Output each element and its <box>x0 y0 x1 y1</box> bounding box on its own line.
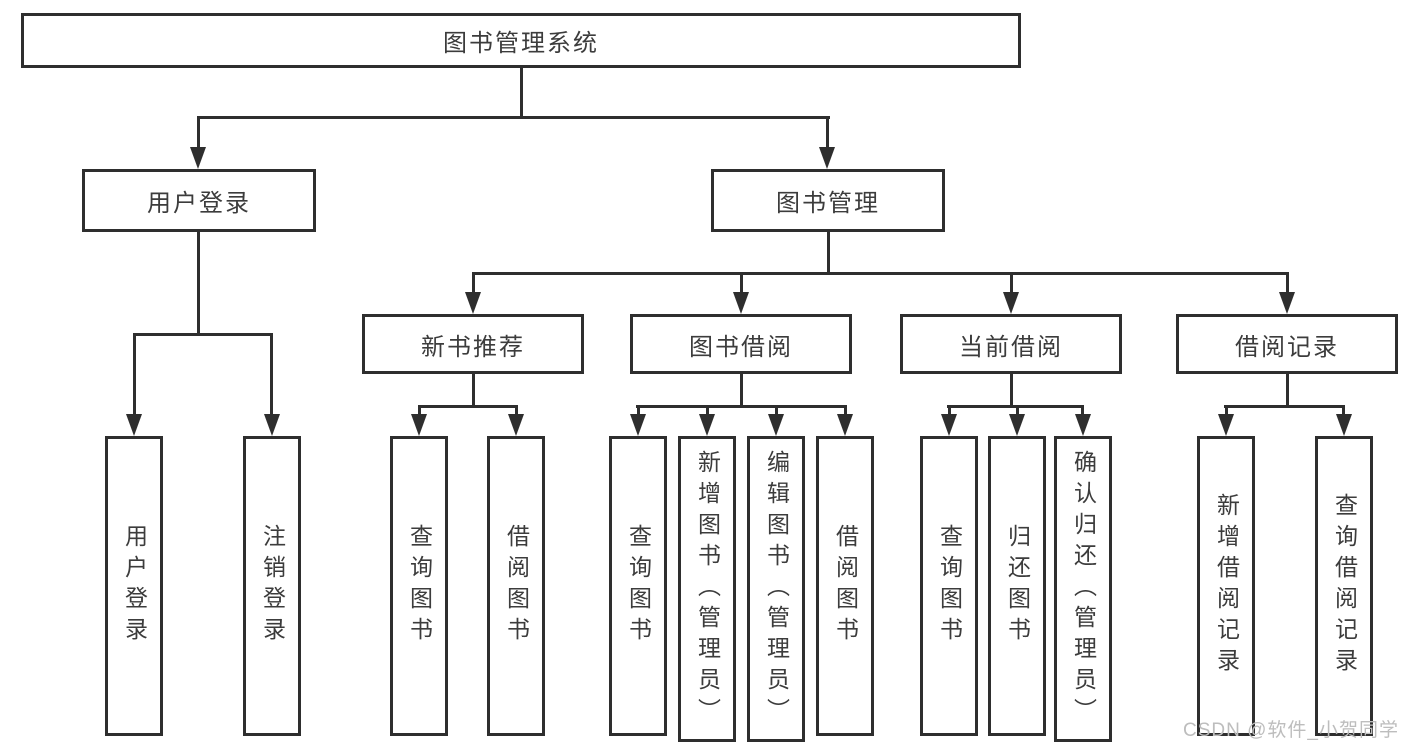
connector-line <box>1010 374 1013 408</box>
csdn-watermark: CSDN @软件_小贺同学 <box>1183 720 1399 741</box>
node-edit-books-admin: 编辑图书（管理员） <box>747 436 805 742</box>
connector-line <box>948 405 951 418</box>
arrow-down-icon <box>699 414 715 436</box>
arrow-down-icon <box>411 414 427 436</box>
connector-line <box>418 405 518 408</box>
connector-line <box>418 405 421 418</box>
node-borrow-books-leaf: 借阅图书 <box>816 436 874 736</box>
connector-line <box>1286 272 1289 296</box>
node-library-system: 图书管理系统 <box>21 13 1021 68</box>
connector-line <box>520 68 523 119</box>
node-new-book-recommend: 新书推荐 <box>362 314 584 374</box>
connector-line <box>947 405 1084 408</box>
connector-line <box>1225 405 1228 418</box>
arrow-down-icon <box>630 414 646 436</box>
arrow-down-icon <box>941 414 957 436</box>
arrow-down-icon <box>768 414 784 436</box>
connector-line <box>1010 272 1013 296</box>
connector-line <box>775 405 778 418</box>
connector-line <box>472 272 475 296</box>
connector-line <box>636 405 846 408</box>
node-return-books: 归还图书 <box>988 436 1046 736</box>
connector-line <box>740 272 743 296</box>
connector-line <box>472 272 1289 275</box>
connector-line <box>844 405 847 418</box>
node-user-login-leaf: 用户登录 <box>105 436 163 736</box>
connector-line <box>197 232 200 335</box>
arrow-down-icon <box>1075 414 1091 436</box>
connector-line <box>133 333 136 417</box>
node-book-borrow: 图书借阅 <box>630 314 852 374</box>
arrow-down-icon <box>465 292 481 314</box>
connector-line <box>706 405 709 418</box>
arrow-down-icon <box>1279 292 1295 314</box>
node-query-borrow-record: 查询借阅记录 <box>1315 436 1373 736</box>
arrow-down-icon <box>837 414 853 436</box>
arrow-down-icon <box>819 147 835 169</box>
connector-line <box>197 116 200 149</box>
connector-line <box>1342 405 1345 418</box>
arrow-down-icon <box>126 414 142 436</box>
connector-line <box>740 374 743 408</box>
node-book-management: 图书管理 <box>711 169 945 232</box>
node-borrow-query-books: 查询图书 <box>609 436 667 736</box>
connector-line <box>515 405 518 418</box>
connector-line <box>1081 405 1084 418</box>
node-logout: 注销登录 <box>243 436 301 736</box>
connector-line <box>827 232 830 274</box>
arrow-down-icon <box>1336 414 1352 436</box>
arrow-down-icon <box>1218 414 1234 436</box>
connector-line <box>197 116 830 119</box>
connector-line <box>1286 374 1289 408</box>
connector-line <box>1224 405 1345 408</box>
node-current-borrow: 当前借阅 <box>900 314 1122 374</box>
connector-line <box>472 374 475 408</box>
node-recommend-borrow-books: 借阅图书 <box>487 436 545 736</box>
connector-line <box>270 333 273 417</box>
arrow-down-icon <box>508 414 524 436</box>
connector-line <box>637 405 640 418</box>
node-recommend-query-books: 查询图书 <box>390 436 448 736</box>
node-add-books-admin: 新增图书（管理员） <box>678 436 736 742</box>
node-current-query-books: 查询图书 <box>920 436 978 736</box>
arrow-down-icon <box>733 292 749 314</box>
arrow-down-icon <box>190 147 206 169</box>
connector-line <box>133 333 273 336</box>
node-confirm-return-admin: 确认归还（管理员） <box>1054 436 1112 742</box>
node-add-borrow-record: 新增借阅记录 <box>1197 436 1255 736</box>
arrow-down-icon <box>1009 414 1025 436</box>
node-user-login: 用户登录 <box>82 169 316 232</box>
connector-line <box>1016 405 1019 418</box>
connector-line <box>826 116 829 149</box>
node-borrow-records: 借阅记录 <box>1176 314 1398 374</box>
arrow-down-icon <box>1003 292 1019 314</box>
arrow-down-icon <box>264 414 280 436</box>
